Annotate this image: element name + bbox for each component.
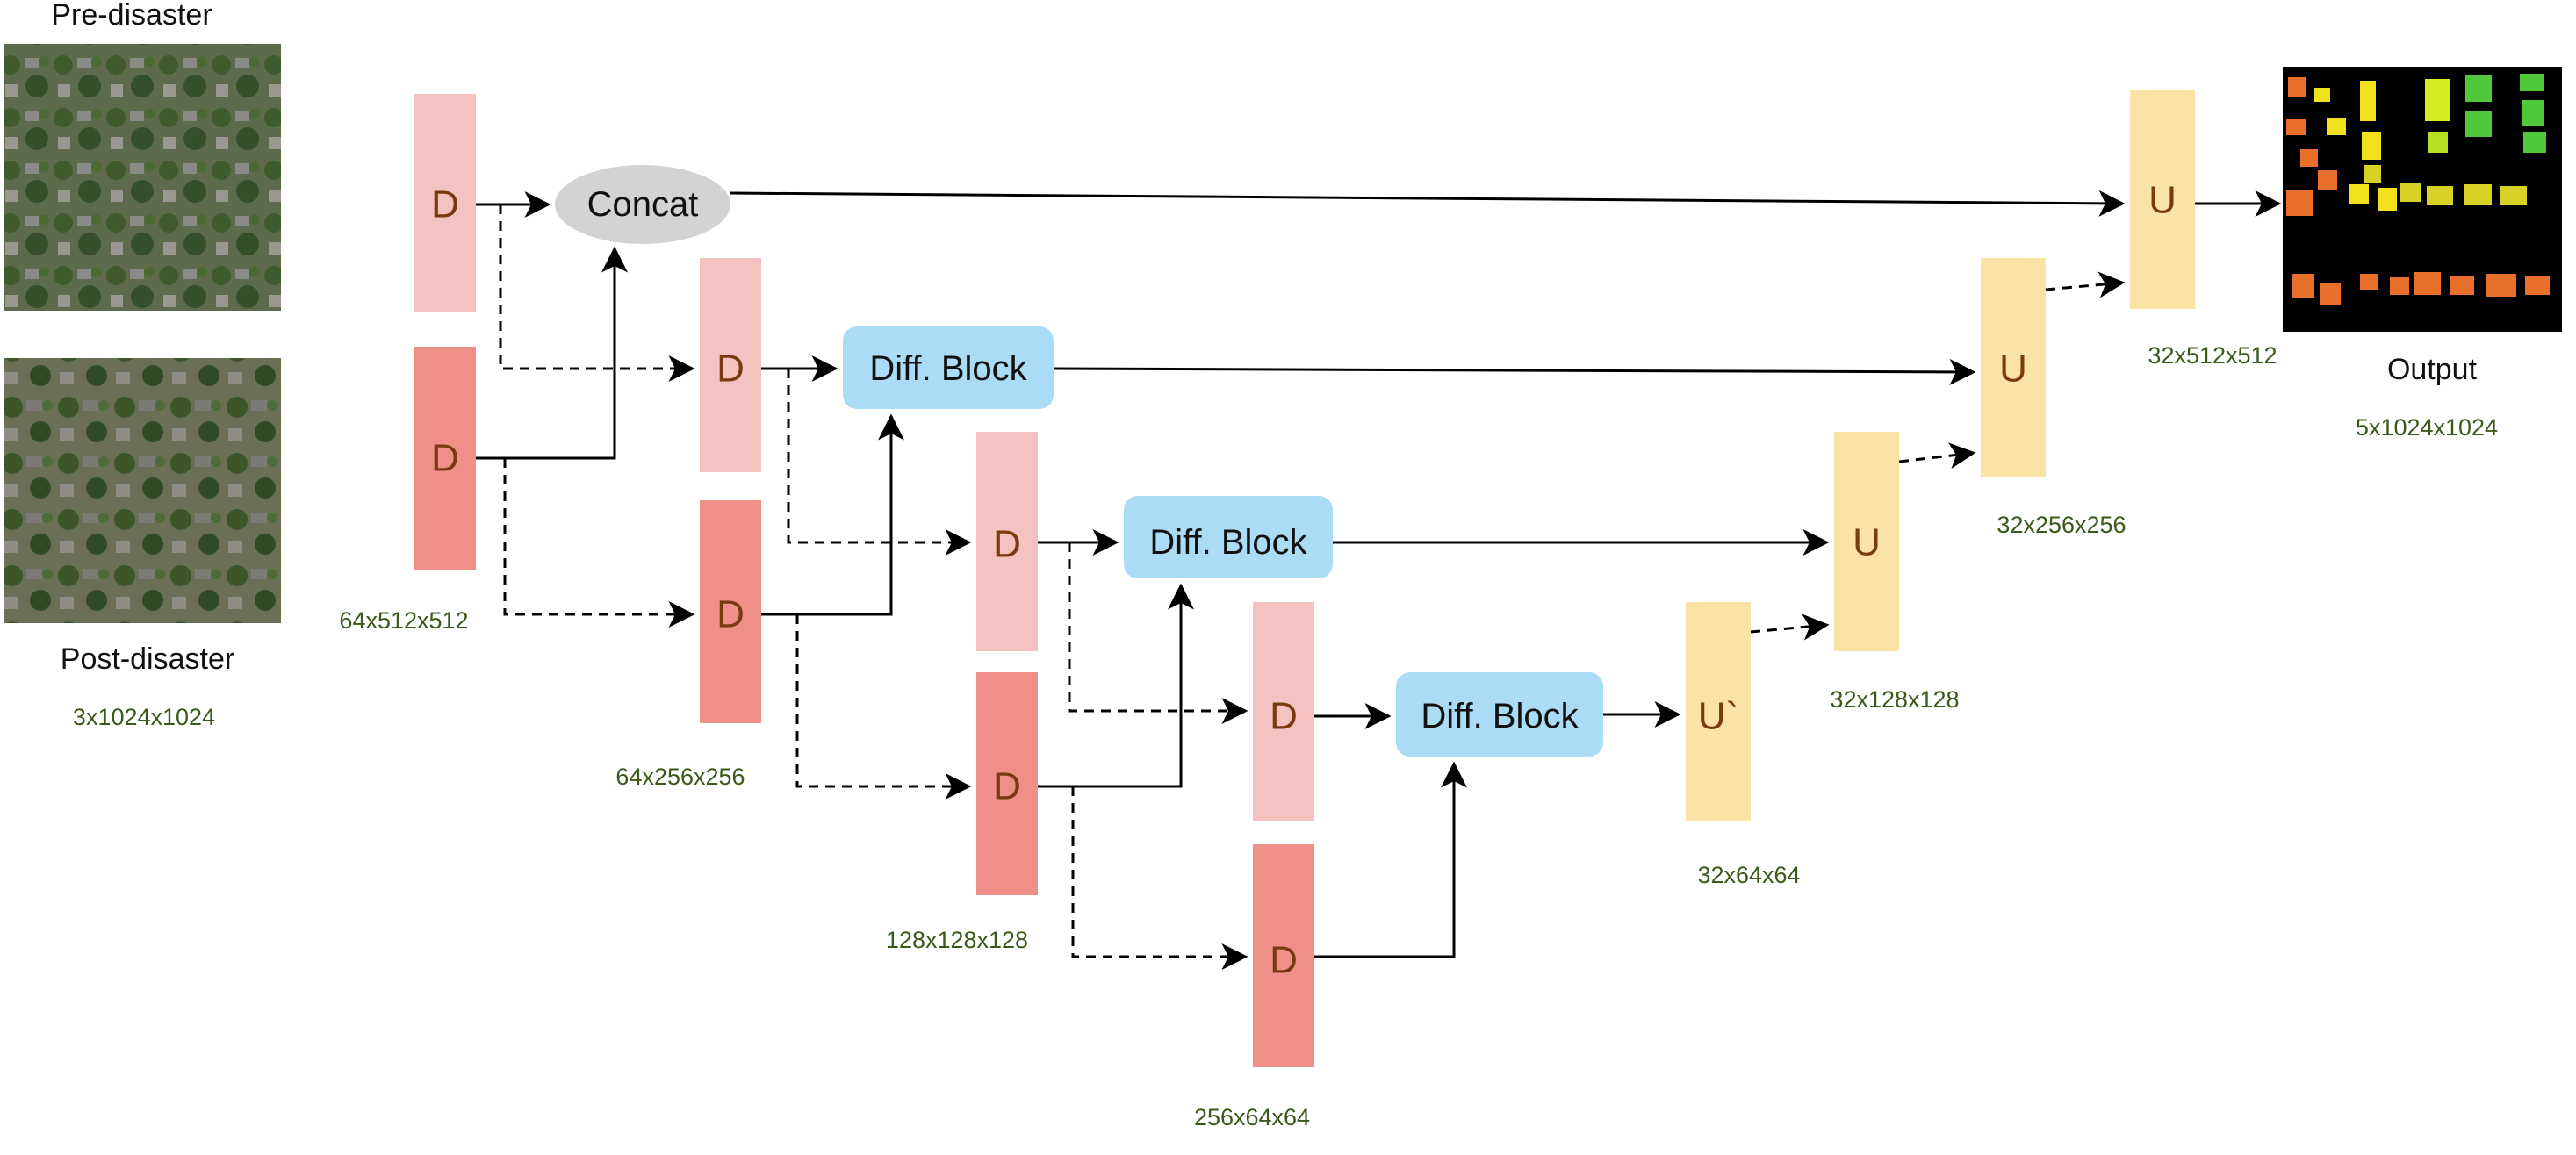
output-segmentation-map [2283,67,2562,332]
arrow-u2-to-u1 [2045,271,2126,298]
diff-block-3 [1396,672,1603,757]
encoder-2-dims: 64x256x256 [615,764,745,790]
arrow-concat-to-u1 [730,190,2126,217]
encoder-post-block-4-label: D [1270,939,1298,982]
decoder-block-1-label: U [2148,179,2177,222]
encoder-pre-block-3-label: D [993,523,1021,566]
arrow-u3-to-u2 [1898,442,1976,470]
output-label: Output [2387,353,2478,386]
pre-disaster-image [4,44,281,311]
encoder-pre-block-3 [976,432,1038,651]
diff-block-2-label: Diff. Block [1149,523,1307,562]
encoder-post-block-3 [976,672,1038,895]
diff-block-1-label: Diff. Block [869,349,1027,388]
arrow-d1post-to-concat [476,246,628,460]
encoder-4-dims: 256x64x64 [1194,1104,1310,1130]
arrow-d2pre-to-d3pre [787,369,972,556]
decoder-block-3 [1834,432,1899,651]
encoder-post-block-4 [1253,844,1314,1067]
decoder-block-3-label: U [1853,521,1881,564]
arrow-d3post-to-d4post [1071,786,1248,970]
decoder-1-dims: 32x512x512 [2148,342,2277,369]
encoder-pre-block-1-label: D [431,183,459,226]
arrow-d1pre-to-d2pre [499,204,695,382]
encoder-post-block-2-label: D [716,593,745,636]
decoder-4-dims: 32x64x64 [1697,862,1800,888]
decoder-block-4 [1686,602,1751,821]
encoder-3-dims: 128x128x128 [886,927,1028,953]
decoder-block-2 [1981,258,2046,477]
dashed-connectors [499,204,2126,970]
arrow-d3post-to-diff2 [1038,583,1194,788]
decoder-3-dims: 32x128x128 [1830,686,1959,713]
diff-block-3-label: Diff. Block [1421,697,1579,735]
encoder-pre-block-2-label: D [716,348,745,391]
encoder-pre-block-4-label: D [1270,695,1298,738]
arrow-d1post-to-d2post [503,458,695,628]
solid-connectors [476,190,2282,958]
concat-node-label: Concat [587,185,699,224]
decoder-block-2-label: U [1999,348,2027,391]
encoder-pre-block-2 [700,258,761,472]
input-dims: 3x1024x1024 [73,704,215,730]
concat-node [555,165,730,244]
encoder-pre-block-4 [1253,602,1314,821]
output-dims: 5x1024x1024 [2356,414,2498,441]
arrow-d3pre-to-d4pre [1068,542,1248,724]
decoder-block-4-label: U` [1698,695,1738,738]
diff-block-1 [843,326,1054,409]
arrow-d2post-to-d3post [795,614,972,800]
arrow-diff1-to-u2 [1053,358,1976,385]
decoder-block-1 [2130,90,2195,309]
post-disaster-image [4,358,281,623]
arrow-d2post-to-diff1 [761,413,904,616]
encoder-post-block-2 [700,500,761,723]
arrow-d4post-to-diff3 [1314,761,1467,958]
decoder-2-dims: 32x256x256 [1997,512,2126,538]
pre-disaster-label: Pre-disaster [51,0,212,32]
encoder-1-dims: 64x512x512 [339,607,468,634]
encoder-post-block-3-label: D [993,765,1021,808]
encoder-post-block-1-label: D [431,437,459,480]
diff-block-2 [1124,496,1333,578]
arrow-u4-to-u3 [1750,613,1830,641]
encoder-pre-block-1 [414,94,476,312]
post-disaster-label: Post-disaster [61,642,234,676]
encoder-post-block-1 [414,347,476,570]
